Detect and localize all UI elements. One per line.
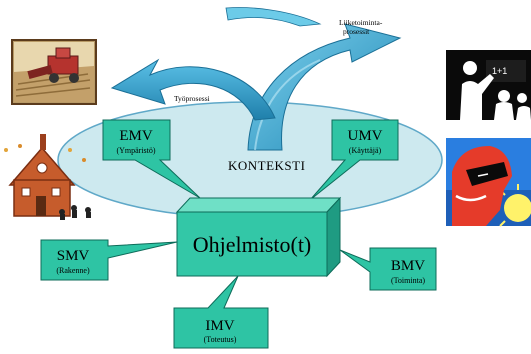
business-process-arrow: [247, 23, 402, 151]
harvester-icon: [11, 39, 97, 105]
bmv-callout: BMV (Toiminta): [339, 247, 437, 291]
bmv-title: BMV: [391, 258, 425, 274]
svg-text:1+1: 1+1: [492, 66, 507, 76]
sunglasses-face-icon: [446, 138, 531, 227]
emv-title: EMV: [119, 128, 153, 144]
smv-subtitle: (Rakenne): [56, 266, 90, 275]
software-cube: Ohjelmisto(t): [175, 196, 342, 278]
work-process-arrow: [110, 7, 322, 121]
umv-callout: UMV (Käyttäjä): [309, 119, 399, 201]
business-process-label-line1: Liiketoiminta-: [339, 18, 383, 27]
business-process-label-line2: prosessit: [343, 27, 370, 36]
imv-title: IMV: [205, 318, 234, 334]
school-house-icon: [4, 134, 91, 220]
bmv-subtitle: (Toiminta): [391, 276, 425, 285]
smv-title: SMV: [57, 248, 90, 264]
context-label: KONTEKSTI: [228, 158, 305, 173]
teacher-icon: 1+1: [446, 50, 531, 120]
work-process-label: Työprosessi: [174, 94, 210, 103]
software-label: Ohjelmisto(t): [193, 232, 312, 257]
smv-callout: SMV (Rakenne): [40, 239, 178, 281]
imv-subtitle: (Toteutus): [204, 335, 237, 344]
emv-subtitle: (Ympäristö): [116, 146, 155, 155]
imv-callout: IMV (Toteutus): [173, 275, 269, 349]
umv-title: UMV: [347, 128, 382, 144]
umv-subtitle: (Käyttäjä): [349, 146, 382, 155]
emv-callout: EMV (Ympäristö): [102, 119, 201, 199]
